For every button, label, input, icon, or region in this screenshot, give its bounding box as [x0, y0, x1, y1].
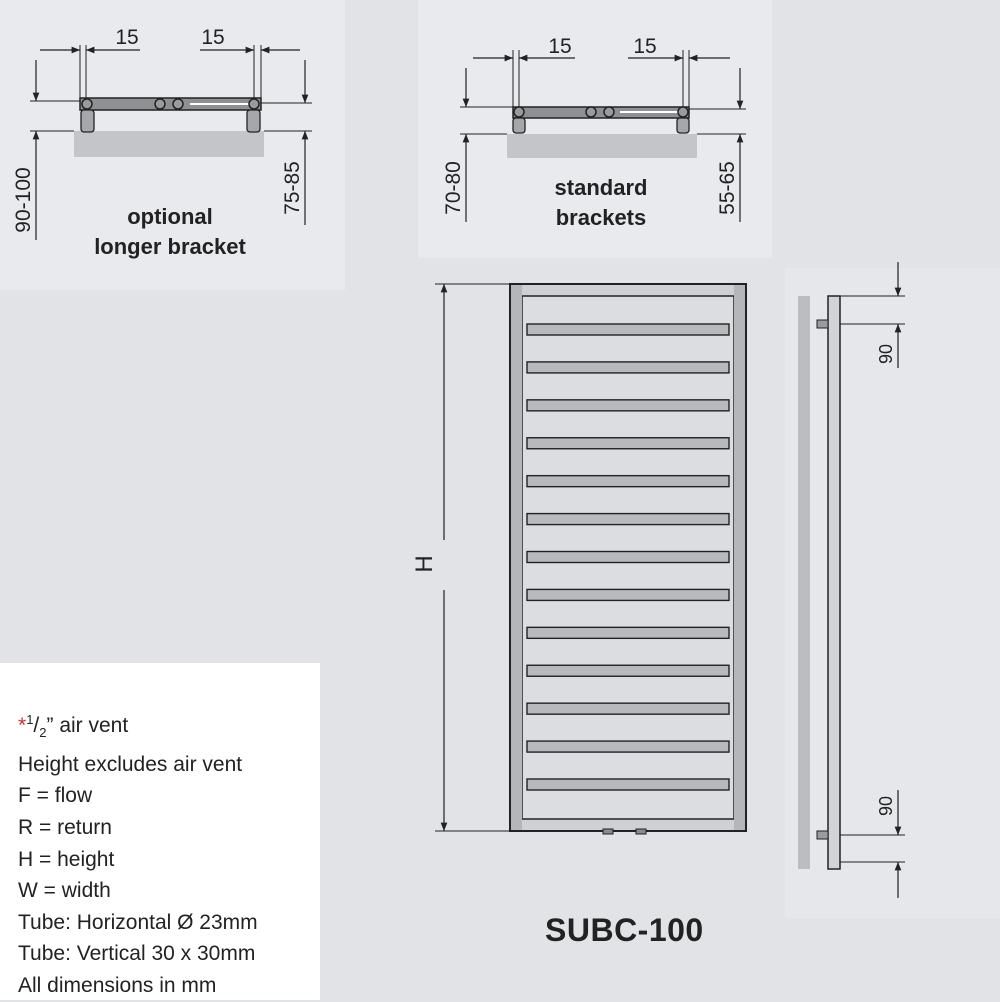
- legend-tube-vertical: Tube: Vertical 30 x 30mm: [18, 942, 256, 966]
- rail: [526, 399, 730, 412]
- rail: [526, 626, 730, 640]
- rail: [526, 664, 730, 677]
- side-bracket-top: [816, 319, 829, 329]
- longer-caption-line1: optional: [127, 204, 213, 229]
- standard-caption-line1: standard: [555, 175, 648, 200]
- standard-bracket-drawing: 15 15 70-80 55-65 standard brackets: [442, 35, 746, 230]
- legend-list: *1/2” air vent Height excludes air vent …: [18, 704, 258, 1002]
- wall-block: [507, 134, 697, 158]
- side-wall: [798, 296, 810, 869]
- rail: [526, 437, 730, 450]
- horizontal-rails: [526, 323, 730, 791]
- dim-longer-right-offset: 15: [201, 26, 224, 49]
- rail: [526, 323, 730, 336]
- side-bracket-bottom: [816, 830, 829, 840]
- front-view-drawing: H: [411, 283, 747, 835]
- standard-caption-line2: brackets: [556, 205, 647, 230]
- legend-units: All dimensions in mm: [18, 973, 217, 997]
- rail: [526, 550, 730, 564]
- standard-bracket-rail: [512, 106, 690, 119]
- legend-tube-horizontal: Tube: Horizontal Ø 23mm: [18, 910, 258, 934]
- legend-flow: F = flow: [18, 784, 93, 808]
- rail: [526, 588, 730, 602]
- rail: [526, 474, 730, 488]
- standard-bracket-panel: [418, 0, 772, 258]
- legend-height-note: Height excludes air vent: [18, 752, 243, 776]
- dim-standard-left-offset: 15: [548, 35, 571, 58]
- dim-standard-wall-right: 55-65: [716, 161, 739, 215]
- rail: [526, 702, 730, 715]
- dim-longer-left-offset: 15: [115, 26, 138, 49]
- legend-height: H = height: [18, 847, 115, 871]
- side-view-panel: [785, 268, 1000, 918]
- longer-caption-line2: longer bracket: [94, 234, 246, 259]
- legend-panel: [0, 663, 320, 1000]
- legend-width: W = width: [18, 879, 111, 903]
- rail: [526, 361, 730, 374]
- side-upright: [827, 295, 841, 870]
- rail: [526, 740, 730, 753]
- dim-standard-wall-left: 70-80: [442, 161, 465, 215]
- dim-longer-wall-left: 90-100: [12, 167, 35, 232]
- longer-bracket-drawing: 15 15 90-100 75-85 optional longer brack…: [12, 26, 312, 259]
- dim-height: H: [411, 555, 438, 572]
- dim-side-top: 90: [876, 344, 896, 364]
- legend-air-vent: *1/2” air vent: [18, 712, 129, 741]
- legend-return: R = return: [18, 815, 112, 839]
- dim-side-bottom: 90: [876, 796, 896, 816]
- air-vent-fraction-num: 1: [26, 712, 34, 727]
- air-vent-text: ” air vent: [46, 714, 129, 737]
- dim-standard-right-offset: 15: [633, 35, 656, 58]
- model-label: SUBC-100: [545, 912, 704, 948]
- rail: [526, 512, 730, 526]
- wall-block: [74, 131, 264, 157]
- side-view-drawing: 90 90: [798, 262, 905, 898]
- rail: [526, 778, 730, 791]
- air-vent-fraction-den: 2: [39, 725, 47, 741]
- dim-longer-wall-right: 75-85: [281, 161, 304, 215]
- longer-bracket-rail: [79, 97, 262, 111]
- air-vent-marker: *: [18, 714, 27, 737]
